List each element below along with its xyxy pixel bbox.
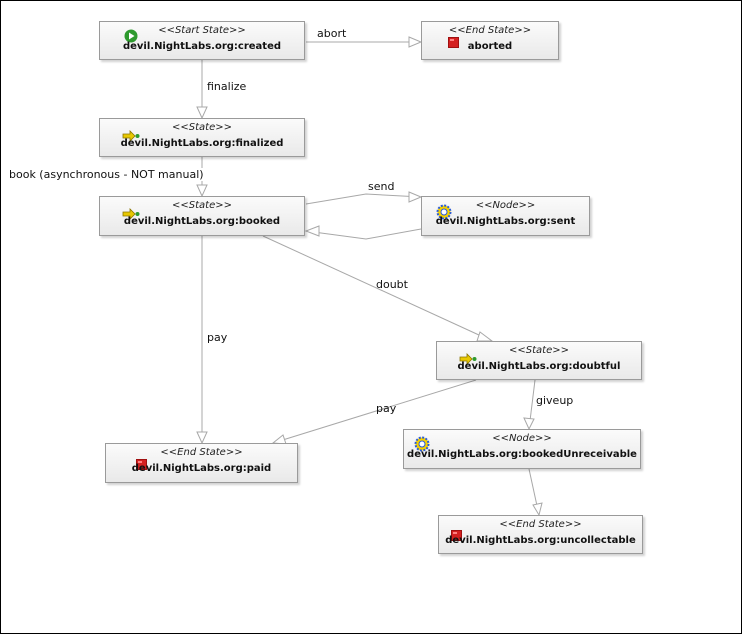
arrowhead-giveup <box>523 417 535 431</box>
arrowhead-send <box>408 191 423 203</box>
node-booked-unreceivable[interactable]: <<Node>> devil.NightLabs.org:bookedUnrec… <box>403 429 641 469</box>
node-stereotype: <<End State>> <box>160 447 243 458</box>
edge-label-abort[interactable]: abort <box>317 27 347 40</box>
node-label: devil.NightLabs.org:uncollectable <box>445 535 636 546</box>
node-paid[interactable]: <<End State>> devil.NightLabs.org:paid <box>105 443 298 483</box>
node-finalized[interactable]: <<State>> devil.NightLabs.org:finalized <box>99 118 305 157</box>
node-stereotype: <<End State>> <box>448 25 532 36</box>
node-sent[interactable]: <<Node>> devil.NightLabs.org:sent <box>421 196 590 236</box>
start-state-icon <box>124 28 138 47</box>
arrowhead-finalize <box>196 106 208 120</box>
edge-send <box>305 193 422 205</box>
arrowhead-return-sent-booked <box>304 225 320 237</box>
node-stereotype: <<State>> <box>172 200 232 211</box>
node-gear-icon <box>436 204 452 224</box>
node-label: devil.NightLabs.org:doubtful <box>457 361 621 372</box>
node-label: devil.NightLabs.org:finalized <box>120 138 284 149</box>
node-doubtful[interactable]: <<State>> devil.NightLabs.org:doubtful <box>436 341 642 380</box>
edge-label-pay-doubtful-paid[interactable]: pay <box>376 402 397 415</box>
edge-label-book[interactable]: book (asynchronous - NOT manual) <box>9 168 204 181</box>
edge-pay-doubtful-paid <box>272 379 477 444</box>
edge-label-finalize[interactable]: finalize <box>207 80 247 93</box>
state-arrow-icon <box>122 127 140 146</box>
edge-doubt <box>262 235 493 342</box>
state-arrow-icon <box>459 350 477 369</box>
state-arrow-icon <box>122 205 140 224</box>
arrowhead-abort <box>408 36 423 48</box>
arrowhead-to-uncollectable <box>532 502 543 517</box>
edge-return-sent-booked <box>305 228 422 240</box>
end-state-icon <box>451 526 462 545</box>
node-label: devil.NightLabs.org:sent <box>435 216 576 227</box>
arrowhead-doubt <box>476 331 494 342</box>
node-stereotype: <<State>> <box>509 345 569 356</box>
node-label: devil.NightLabs.org:booked <box>123 216 281 227</box>
node-created[interactable]: <<Start State>> devil.NightLabs.org:crea… <box>99 21 305 60</box>
end-state-icon <box>448 33 459 52</box>
node-label: devil.NightLabs.org:bookedUnreceivable <box>407 449 637 460</box>
node-stereotype: <<Start State>> <box>158 25 246 36</box>
node-label: devil.NightLabs.org:paid <box>131 463 272 474</box>
edge-label-send[interactable]: send <box>368 180 395 193</box>
node-aborted[interactable]: <<End State>> aborted <box>421 21 559 60</box>
node-booked[interactable]: <<State>> devil.NightLabs.org:booked <box>99 196 305 236</box>
node-stereotype: <<State>> <box>172 122 232 133</box>
node-label: aborted <box>467 41 513 52</box>
node-stereotype: <<End State>> <box>499 519 582 530</box>
node-stereotype: <<Node>> <box>475 200 536 211</box>
edge-label-doubt[interactable]: doubt <box>376 278 408 291</box>
arrowhead-book <box>196 184 208 198</box>
node-uncollectable[interactable]: <<End State>> devil.NightLabs.org:uncoll… <box>438 515 643 554</box>
node-stereotype: <<Node>> <box>492 433 552 444</box>
node-gear-icon <box>414 436 430 456</box>
edge-label-giveup[interactable]: giveup <box>536 394 574 407</box>
arrowhead-pay-booked-paid <box>196 431 208 445</box>
node-label: devil.NightLabs.org:created <box>122 41 282 52</box>
edge-label-pay-booked-paid[interactable]: pay <box>207 331 228 344</box>
end-state-icon <box>136 455 147 474</box>
